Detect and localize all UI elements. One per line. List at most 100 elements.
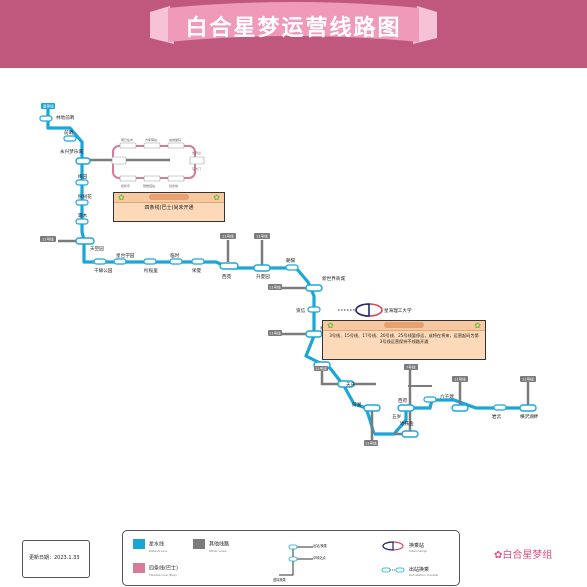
main-line-link (374, 408, 408, 436)
title-ribbon (150, 2, 437, 44)
interchange-marker[interactable] (75, 237, 95, 245)
star-icon: ✿ (327, 321, 334, 330)
station-marker[interactable] (285, 264, 299, 271)
main-line-path (46, 109, 376, 435)
legend-other-line: 其他线路 Other Lines (193, 539, 229, 553)
legend-out-station: 出站换乘 Out-station transfer (409, 567, 439, 577)
station-label: 升夏园 (256, 273, 270, 280)
notice-pill (384, 322, 424, 328)
legend-main-line: 星水线 Default Line (133, 539, 167, 553)
line-tag-label: 11号线 (269, 285, 281, 290)
station-label: 照树花 (78, 193, 92, 200)
notice-text: 四条线(巴士)尚未开通 (144, 205, 194, 211)
notice-pill (149, 194, 189, 200)
terminal-tag-label: 星夢线 (43, 104, 54, 109)
loop-station-label: 世界立 (192, 150, 201, 155)
station-label: 横沢湖畔 (520, 413, 539, 420)
notice-header: ✿ ✿ (114, 193, 224, 203)
station-label: 霜木 (78, 212, 88, 219)
line-tag-label: 11号线 (269, 331, 281, 336)
station-label: 前哨 (64, 129, 74, 136)
station-marker[interactable] (75, 179, 89, 186)
star-icon: ✿ (118, 193, 125, 202)
notice-box-lines: ✿ ✿ 3号线、15号线、17号线、20号线、25号线暂停运，或将在将来，运营起… (322, 320, 486, 360)
station-label: 新世界商城 (322, 275, 345, 282)
station-label: 五岁 (392, 413, 402, 420)
legend-branch-top: 出站/换乘 (313, 544, 327, 548)
legend-interchange: 换乘站 Interchange (409, 543, 428, 553)
interchange-marker[interactable] (305, 284, 323, 292)
line-tags (40, 233, 536, 446)
line-tag-label: 11号线 (42, 237, 54, 242)
station-label: 星海理工大学 (384, 307, 412, 314)
star-icon: ✿ (213, 193, 220, 202)
loop-station-label: 鑒楼园站 (143, 183, 155, 188)
legend-swatch (133, 563, 145, 573)
station-marker[interactable] (39, 115, 53, 122)
station-label: 天庆 (346, 381, 356, 388)
interchange-icon (382, 541, 404, 551)
station-label: 临时 (170, 252, 180, 259)
loop-station-label: 方承驿站 (145, 137, 157, 142)
station-label: 前湖 (352, 401, 362, 408)
station-marker[interactable] (113, 258, 127, 265)
loop-station-label: 和新乐 (121, 183, 130, 188)
legend-swatch (133, 539, 145, 549)
interchange-marker[interactable] (219, 262, 239, 270)
interchange-marker[interactable] (519, 404, 537, 412)
route-map: 星夢线 (39, 103, 539, 446)
flower-icon: ✿ (494, 550, 503, 561)
interchange-marker[interactable] (75, 157, 91, 165)
station-marker[interactable] (307, 306, 321, 313)
loop-stations (111, 142, 205, 182)
line-tag-label: 11号线 (222, 234, 234, 239)
station-label: 林地前哨 (56, 114, 75, 121)
line-tag-label: 11号线 (365, 441, 377, 446)
line-tag-label: 11号线 (454, 377, 466, 382)
station-label: 永兴梦乐城 (60, 148, 83, 155)
update-date: 更新日期：2023.1.33 (29, 555, 80, 561)
line-tag-label: 11号线 (522, 377, 534, 382)
interchange-marker[interactable] (337, 380, 355, 388)
station-marker[interactable] (75, 218, 89, 225)
loop-station-label: 创世地 (169, 183, 178, 188)
station-marker[interactable] (93, 258, 107, 265)
legend-swatch (193, 539, 205, 549)
station-label: 西府 (398, 397, 408, 404)
loop-station-label: 明日仙市 (121, 137, 133, 142)
station-label: 资信 (296, 307, 306, 314)
station-label: 岩云 (492, 413, 502, 420)
out-station-icon (381, 567, 405, 573)
interchange-marker[interactable] (363, 404, 381, 412)
station-marker[interactable] (75, 199, 89, 206)
station-label: 梅园 (78, 173, 88, 180)
station-label: 千縁公园 (94, 267, 113, 274)
station-marker[interactable] (191, 258, 205, 265)
station-marker[interactable] (493, 404, 507, 411)
line-tag-label: 7号线 (406, 365, 416, 370)
terminal-tag (41, 103, 55, 109)
loop-station-label: 东大门 (192, 166, 201, 171)
interchange-marker[interactable] (397, 404, 415, 412)
station-label: 桁桜里 (144, 267, 158, 274)
station-marker[interactable] (169, 258, 183, 265)
legend-branch-bottom: 虚拟换乘 (273, 578, 286, 582)
legend-branch-diagram (279, 544, 313, 576)
line-tag-label: 11号线 (256, 234, 268, 239)
station-marker[interactable] (423, 396, 437, 403)
update-date-box: 更新日期：2023.1.33 (22, 540, 90, 578)
station-marker[interactable] (63, 135, 77, 142)
station-label: 地铁鱼 (400, 420, 414, 427)
legend: 星水线 Default Line 其他线路 Other Lines 四条线(巴士… (122, 530, 460, 586)
legend-pink-line: 四条线(巴士) Flexible Line (Bus) (133, 563, 178, 577)
station-label: 栄夏 (192, 267, 202, 274)
interchange-marker[interactable] (401, 430, 419, 438)
interchange-marker[interactable] (253, 264, 271, 272)
brand-logo: ✿白合星梦组 (494, 550, 553, 561)
station-label: 朝陽 (286, 257, 296, 264)
station-marker[interactable] (143, 258, 157, 265)
loop-station-label: 旭城堂院 (169, 137, 181, 142)
star-icon: ✿ (474, 321, 481, 330)
line-tag-label: 11号线 (315, 366, 327, 371)
interchange-marker[interactable] (451, 404, 469, 412)
